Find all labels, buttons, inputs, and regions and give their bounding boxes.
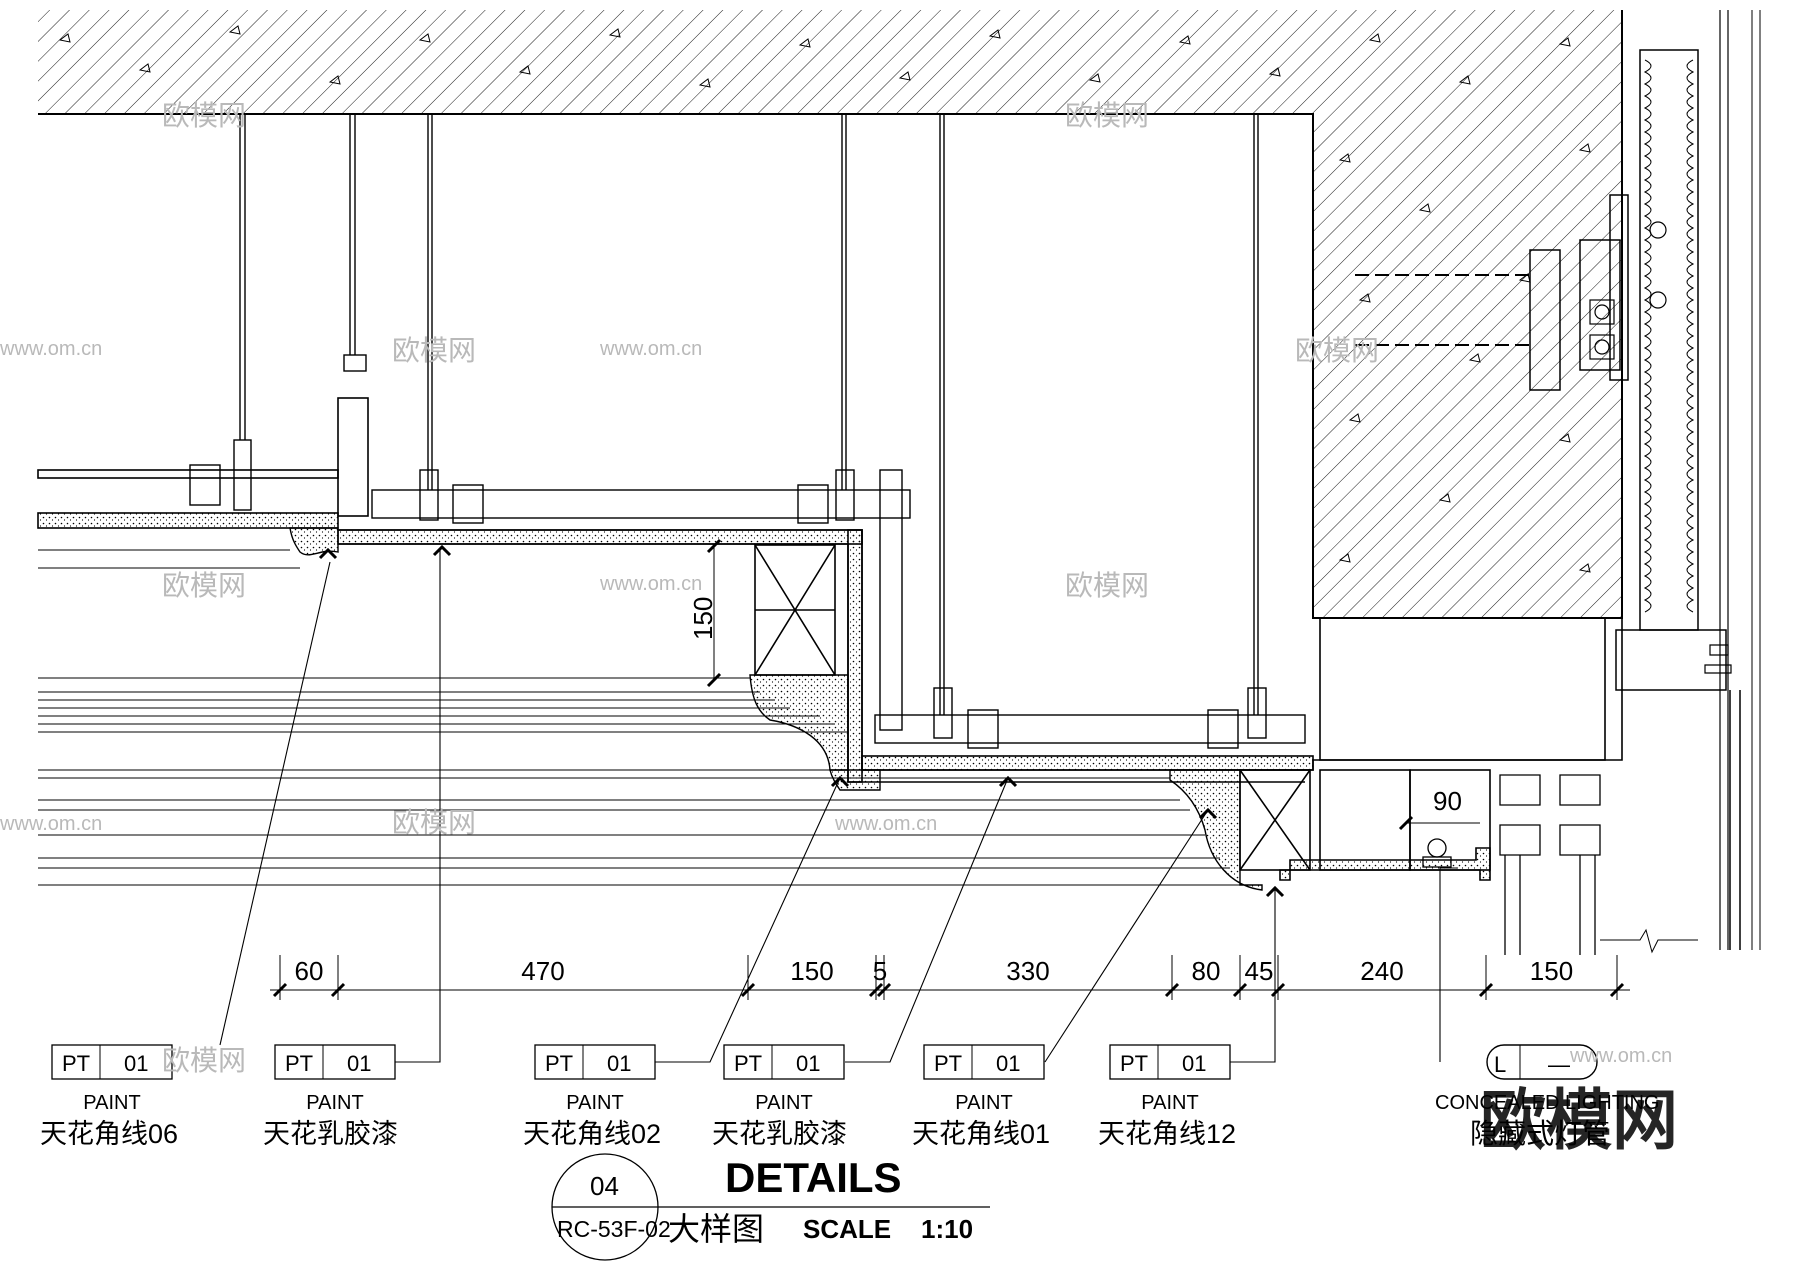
sheet-reference: RC-53F-02 [557,1216,671,1242]
vertical-dimension: 150 [688,538,722,688]
tag-material: PAINT [755,1092,812,1114]
tag-number: 01 [996,1051,1020,1076]
dimension-tick [868,982,884,998]
dimension-label: 470 [521,956,564,986]
watermark-url: www.om.cn [0,813,102,835]
tag-material: PAINT [1141,1092,1198,1114]
dimension-label: 240 [1360,956,1403,986]
tag-name: 天花乳胶漆 [712,1119,847,1149]
dimension-tick [1270,982,1286,998]
dimension-tick [876,982,892,998]
dimension-tick [1232,982,1248,998]
tag-code: PT [734,1051,762,1076]
tag-material: PAINT [306,1092,363,1114]
dimension-label: 60 [295,956,324,986]
watermark-url: www.om.cn [1569,1045,1672,1067]
tag-number: 01 [796,1051,820,1076]
light-tag-name: 隐藏式灯管 [1470,1118,1610,1149]
tag-name: 天花角线06 [40,1119,178,1149]
dimension-tick [330,982,346,998]
tag-name: 天花乳胶漆 [263,1119,398,1149]
tag-name: 天花角线01 [912,1119,1050,1149]
tag-material: PAINT [955,1092,1012,1114]
tag-material: PAINT [83,1092,140,1114]
dimension-label: 150 [1530,956,1573,986]
dimension-tick [272,982,288,998]
scale-label: SCALE [803,1214,891,1244]
suspension-system [189,114,1306,749]
watermark-brand: 欧模网 [162,1045,246,1076]
light-tag: L — CONCEALED LIGHTING 隐藏式灯管 [1435,1044,1659,1149]
dimension-label: 45 [1245,956,1274,986]
detail-number: 04 [590,1171,619,1201]
tag-number: 01 [347,1051,371,1076]
curtain-wall [1355,10,1761,954]
tag-code: PT [285,1051,313,1076]
dimension-labels: 60 470 150 5 330 80 45 240 150 [295,956,1574,986]
watermark-brand: 欧模网 [1295,335,1379,366]
dimension-ticks [272,955,1625,1000]
crown-moldings [289,527,1263,891]
light-tag-material: CONCEALED LIGHTING [1435,1092,1659,1114]
watermarks: 欧模网 欧模网 欧模网 欧模网 欧模网 欧模网 欧模网 欧模网 www.om.c… [0,100,1678,1157]
dimension-label: 5 [873,956,887,986]
watermark-brand: 欧模网 [1065,100,1149,131]
tag-name: 天花角线12 [1098,1119,1236,1149]
wall-elevation-lines [38,549,1240,886]
concealed-light-fixture [1422,774,1601,955]
scale-value: 1:10 [921,1214,973,1244]
side-dimension: 90 [1398,786,1480,831]
title-block: 04 RC-53F-02 DETAILS 大样图 SCALE 1:10 [551,1153,990,1261]
watermark-brand: 欧模网 [1065,570,1149,601]
watermark-url: www.om.cn [599,338,702,360]
watermark-logo: 欧模网 [1480,1083,1678,1157]
watermark-brand: 欧模网 [162,570,246,601]
tag-number: 01 [124,1051,148,1076]
concrete-aggregate-marks [58,25,1591,573]
dimension-tick [740,982,756,998]
watermark-url: www.om.cn [834,813,937,835]
tag-code: PT [1120,1051,1148,1076]
vertical-dimension-label: 150 [688,597,718,640]
dimension-tick [1164,982,1180,998]
dimension-label: 150 [790,956,833,986]
tag-code: PT [545,1051,573,1076]
watermark-url: www.om.cn [599,573,702,595]
concrete-structure [38,10,1623,619]
dimension-label: 80 [1192,956,1221,986]
ceiling-boards [37,397,1623,881]
tag-number: 01 [1182,1051,1206,1076]
dimension-label: 330 [1006,956,1049,986]
dimension-tick [1609,982,1625,998]
watermark-brand: 欧模网 [392,335,476,366]
title-heading-cn: 大样图 [668,1211,764,1247]
light-tag-number: — [1548,1052,1570,1077]
dimension-tick [1478,982,1494,998]
leader-lines [219,544,1458,1063]
title-heading: DETAILS [725,1154,902,1201]
tag-code: PT [934,1051,962,1076]
side-dimension-label: 90 [1433,786,1462,816]
tag-code: PT [62,1051,90,1076]
light-tag-code: L [1494,1052,1506,1077]
watermark-url: www.om.cn [0,338,102,360]
tag-name: 天花角线02 [523,1119,661,1149]
dimension-string: 60 470 150 5 330 80 45 240 150 [270,955,1630,1000]
tag-material: PAINT [566,1092,623,1114]
tag-number: 01 [607,1051,631,1076]
watermark-brand: 欧模网 [392,807,476,838]
watermark-brand: 欧模网 [162,100,246,131]
